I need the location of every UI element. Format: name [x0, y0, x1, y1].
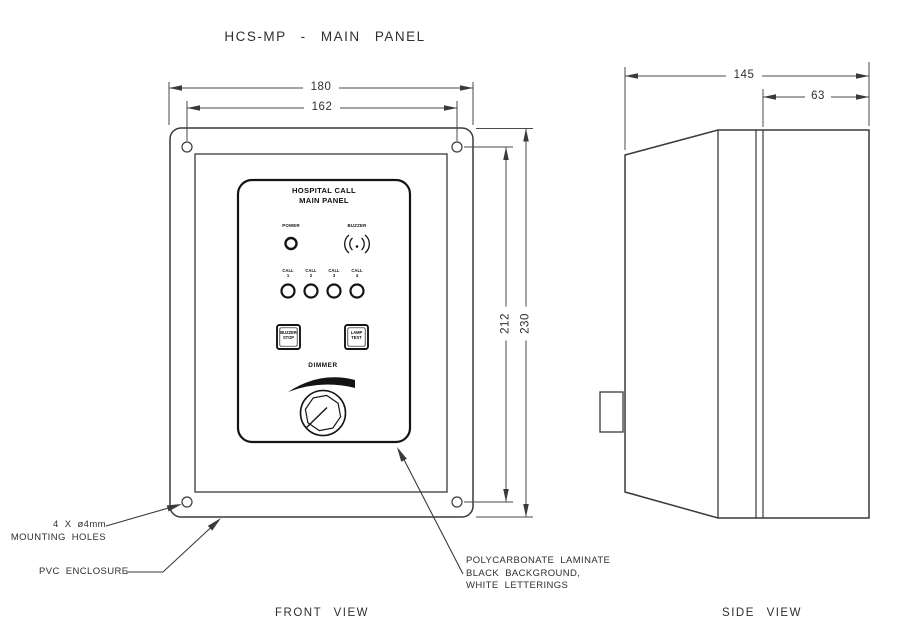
cable-entry: [599, 391, 624, 433]
front-view-enclosure: [169, 127, 474, 518]
call-3-led-icon: [326, 283, 342, 299]
buzzer-stop-button: [276, 324, 301, 350]
lamp-test-button-label: LAMP TEST: [350, 330, 363, 340]
side-outline: [624, 129, 870, 519]
power-label: POWER: [282, 223, 300, 228]
side-view-label: SIDE VIEW: [722, 607, 802, 619]
dim-side-front-depth: 63: [805, 90, 831, 103]
enclosure-outline: [169, 127, 474, 518]
mounting-holes: [181, 141, 463, 508]
front-view-label: FRONT VIEW: [275, 607, 369, 619]
arrowheads: [166, 73, 869, 531]
dimmer-knob: [288, 377, 355, 437]
mounting-hole-icon: [181, 141, 193, 153]
dimmer-label: DIMMER: [308, 362, 338, 369]
power-led-icon: [284, 236, 298, 251]
mounting-holes-callout: 4 X ø4mm MOUNTING HOLES: [10, 519, 106, 543]
dim-hole-pitch-height: 212: [499, 306, 513, 341]
laminate-face: [236, 178, 412, 444]
call-4-led-icon: [349, 283, 365, 299]
door-outline: [194, 153, 448, 493]
mounting-hole-icon: [451, 141, 463, 153]
side-view-enclosure: [599, 129, 870, 519]
mounting-hole-icon: [451, 496, 463, 508]
knob-pointer: [305, 406, 328, 429]
lamp-test-button: [344, 324, 369, 350]
mounting-hole-icon: [181, 496, 193, 508]
panel-header-line2: MAIN PANEL: [299, 196, 349, 205]
call-led-icons: [280, 283, 365, 299]
dimmer-arc-icon: [288, 377, 355, 392]
laminate-callout: POLYCARBONATE LAMINATE BLACK BACKGROUND,…: [466, 555, 611, 591]
leader-lines: [105, 449, 464, 575]
panel-header-line1: HOSPITAL CALL: [292, 186, 356, 195]
laminate-outline: [236, 178, 412, 444]
drawing-title: HCS-MP - MAIN PANEL: [224, 29, 426, 44]
call-1-led-icon: [280, 283, 296, 299]
call-2-led-icon: [303, 283, 319, 299]
call-3-label: CALL 3: [328, 268, 340, 279]
call-1-label: CALL 1: [282, 268, 294, 279]
call-4-label: CALL 4: [351, 268, 363, 279]
dim-outer-width: 180: [303, 81, 339, 94]
buzzer-stop-button-label: BUZZER STOP: [280, 330, 297, 340]
buzzer-label: BUZZER: [347, 223, 367, 228]
pvc-enclosure-callout: PVC ENCLOSURE: [39, 566, 129, 577]
dim-outer-height: 230: [519, 306, 533, 341]
call-2-label: CALL 2: [305, 268, 317, 279]
dim-hole-pitch-width: 162: [304, 101, 340, 114]
dim-side-total-depth: 145: [726, 69, 762, 82]
buzzer-sound-icon: [344, 234, 370, 254]
